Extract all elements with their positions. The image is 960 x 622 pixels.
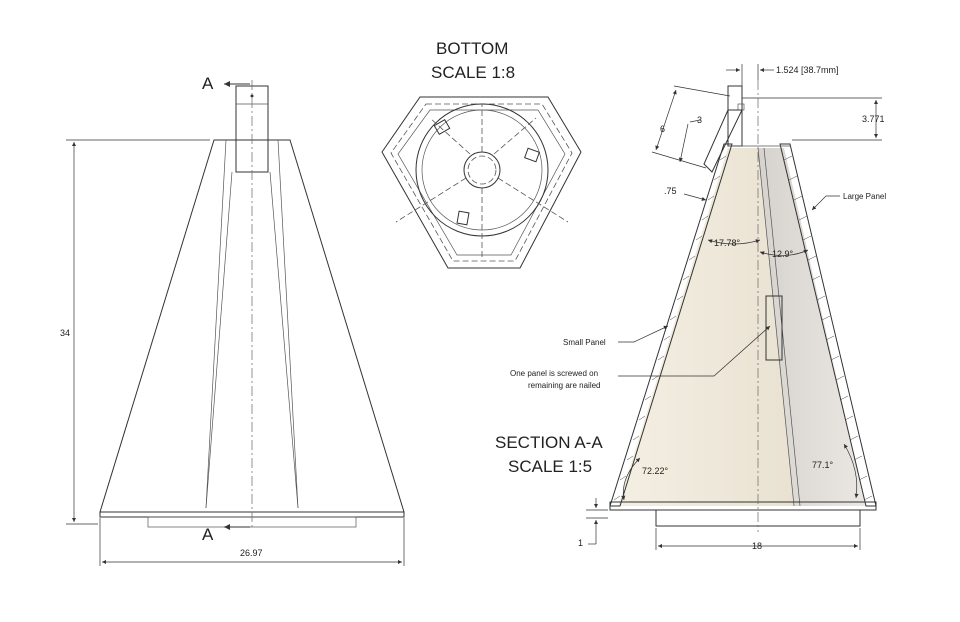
base-thickness-label: 1: [578, 538, 583, 548]
bottom-view-title: BOTTOM: [436, 39, 508, 58]
section-view-title: SECTION A-A: [495, 433, 603, 452]
bracket-inner-label: 3: [697, 115, 702, 125]
note-line-1: One panel is screwed on: [510, 369, 598, 378]
base-width-label: 26.97: [240, 548, 263, 558]
section-bracket: [703, 109, 743, 173]
bottom-cleat-1: [433, 118, 451, 136]
angle-right-top-label: 12.9°: [772, 249, 794, 259]
angle-left-top-arc: [707, 239, 761, 245]
angle-left-bottom-arc: [621, 457, 641, 501]
top-height-label: 3.771: [862, 114, 885, 124]
section-view: SECTION A-A SCALE 1:5 1.524 [38.7mm] 3.7…: [495, 64, 886, 551]
bottom-view-scale: SCALE 1:8: [431, 63, 515, 82]
small-panel-leader: [618, 325, 669, 343]
bracket-inner-dimension: [678, 123, 689, 163]
angle-right-bottom-arc: [843, 443, 859, 499]
bottom-spokes: [395, 104, 569, 223]
wall-dimension: [683, 193, 707, 201]
section-view-scale: SCALE 1:5: [508, 457, 592, 476]
angle-left-top-label: 17.78°: [714, 238, 741, 248]
note-line-2: remaining are nailed: [528, 381, 601, 390]
small-panel-label: Small Panel: [563, 338, 606, 347]
base-inner-width-label: 18: [752, 541, 762, 551]
top-offset-label: 1.524 [38.7mm]: [776, 65, 839, 75]
section-marker-bottom: A: [202, 525, 214, 544]
large-panel-label: Large Panel: [843, 192, 886, 201]
height-dimension-label: 34: [60, 328, 70, 338]
angle-left-bottom-label: 72.22°: [642, 466, 669, 476]
bracket-length-dimension: [655, 89, 677, 151]
front-panel-seams: [205, 171, 299, 509]
front-view: A A 34 26.97: [60, 74, 405, 566]
bottom-cleat-2: [524, 147, 540, 163]
bottom-hex-outer: [381, 96, 582, 269]
wall-label: .75: [664, 186, 677, 196]
bottom-view: BOTTOM SCALE 1:8: [381, 39, 582, 269]
note-leader: [618, 325, 771, 377]
section-top-post: [727, 85, 743, 147]
angle-right-top-arc: [759, 249, 809, 256]
bottom-center-hole: [463, 151, 501, 189]
section-fill-left: [618, 148, 794, 506]
bottom-cleat-3: [456, 210, 470, 226]
bottom-hex-inner: [390, 103, 573, 262]
bracket-length-label: 6: [660, 124, 665, 134]
large-panel-leader: [811, 195, 840, 211]
section-small-panel-wall: [609, 143, 733, 507]
section-marker-top: A: [202, 74, 214, 93]
angle-right-bottom-label: 77.1°: [812, 460, 834, 470]
